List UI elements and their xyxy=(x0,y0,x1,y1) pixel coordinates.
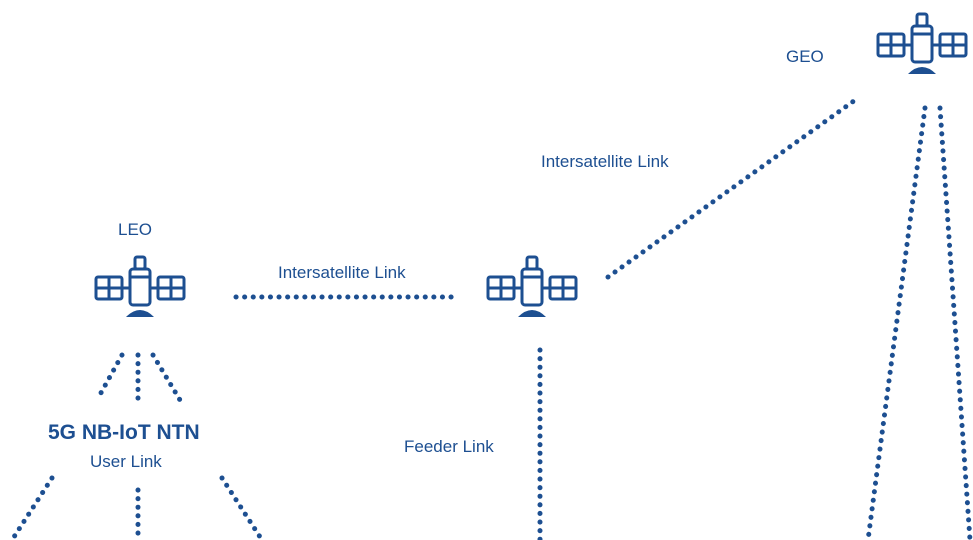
geo-beam-left-line xyxy=(865,105,928,540)
intersatellite-link-leo-label: Intersatellite Link xyxy=(278,263,406,282)
intersatellite-link-geo-label: Intersatellite Link xyxy=(541,152,669,171)
user-link-upper-left-line xyxy=(94,352,125,403)
geo-satellite-icon xyxy=(876,12,968,76)
leo-label: LEO xyxy=(118,220,153,239)
user-link-lower-left-line xyxy=(9,475,55,540)
user-link-subtitle: User Link xyxy=(90,452,162,471)
feeder-link-label: Feeder Link xyxy=(404,437,494,456)
geo-beam-right-line xyxy=(937,105,973,540)
geo-label: GEO xyxy=(786,47,824,66)
user-link-upper-right-line xyxy=(150,352,183,403)
leo-satellite-icon xyxy=(94,255,186,319)
user-link-lower-right-line xyxy=(219,475,265,540)
intersatellite-link-geo-line xyxy=(605,95,861,280)
user-link-title: 5G NB-IoT NTN xyxy=(48,421,200,444)
relay-satellite-icon xyxy=(486,255,578,319)
